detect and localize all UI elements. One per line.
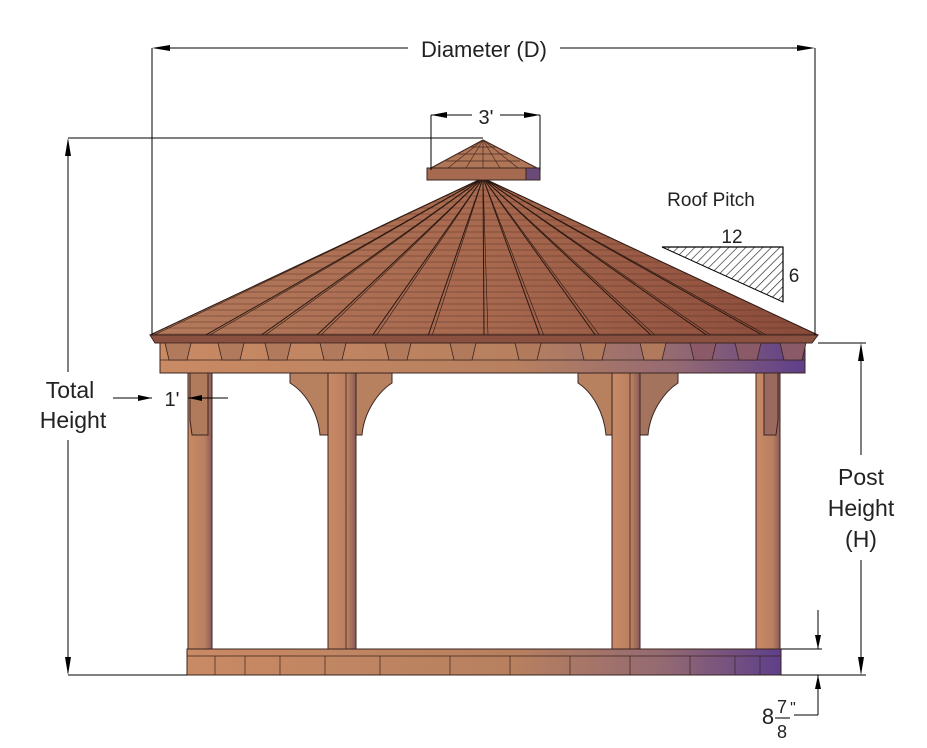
rafter-tails (164, 342, 807, 361)
pitch-rise-label: 6 (789, 266, 800, 287)
rafter-tail (514, 342, 542, 361)
post-right-inner (611, 372, 641, 650)
roof-fascia (149, 334, 819, 344)
rafter-tail (579, 342, 607, 361)
floor-thickness-whole: 8 (762, 704, 774, 729)
bracket-right-outer (760, 372, 779, 436)
rafter-tail (217, 342, 245, 361)
post-height-label-line3: (H) (845, 526, 877, 552)
floor-base (186, 648, 782, 676)
diameter-label: Diameter (D) (421, 37, 547, 62)
floor-thickness-denominator: 8 (777, 722, 787, 742)
rafter-tail (264, 342, 292, 361)
floor-thickness-numerator: 7 (777, 697, 787, 717)
rafter-tail (734, 342, 762, 361)
bracket-left-inner-b (355, 372, 393, 436)
roof-rafter-lines (150, 178, 818, 335)
bracket-left-outer (189, 372, 209, 436)
posts (187, 372, 781, 650)
bracket-right-inner-b (639, 372, 679, 436)
post-left-inner (327, 372, 357, 650)
rafter-tail (639, 342, 667, 361)
cupola (426, 139, 541, 181)
post-height-label-line1: Post (838, 464, 885, 490)
dimensions (65, 45, 866, 716)
rafter-tail (449, 342, 477, 361)
total-height-label-line1: Total (46, 377, 95, 403)
dimension-labels: Diameter (D) 3' Roof Pitch 12 6 1' Total… (40, 37, 895, 742)
overhang-label: 1' (165, 389, 180, 411)
bracket-left-inner-a (289, 372, 329, 436)
rafter-tail (384, 342, 412, 361)
roof-pitch-title: Roof Pitch (667, 190, 755, 211)
rafter-tail (319, 342, 347, 361)
cupola-width-label: 3' (479, 107, 494, 129)
total-height-label-line2: Height (40, 407, 107, 433)
post-height-label-line2: Height (828, 495, 895, 521)
rafter-tail (164, 342, 192, 361)
floor-thickness-unit: " (790, 700, 796, 717)
bracket-right-inner-a (577, 372, 613, 436)
rafter-tail (689, 342, 717, 361)
pitch-run-label: 12 (721, 227, 742, 248)
rafter-tail (779, 342, 807, 361)
top-beam (159, 342, 807, 374)
